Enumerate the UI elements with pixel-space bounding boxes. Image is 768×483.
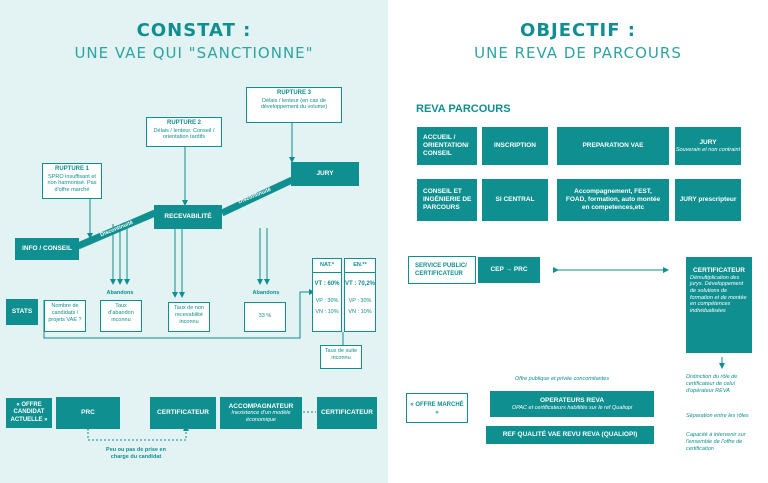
accompagnateur-sub: Inexistence d'un modèle économique [231,410,291,423]
en-vt: VT : 70,2% [345,280,376,287]
rupture-1-text: SPRO insuffisant et non harmonisé. Pas d… [47,173,97,194]
nat-label: NAT.* [313,259,341,273]
stat-candidats: Nombre de candidats / projets VAE ? [44,300,86,332]
operateurs-label: OPERATEURS REVA [539,396,605,404]
stat-non-recevabilite: Taux de non recevabilité inconnu [168,302,210,332]
accompagnement-box: Accompagnement, FEST, FOAD, formation, a… [557,179,669,221]
jury-label: JURY [699,138,717,146]
en-vn: VN : 10% [348,309,372,316]
jury-box: JURY [291,162,359,186]
constat-panel: CONSTAT : UNE VAE QUI "SANCTIONNE" [0,0,388,483]
rupture-1-title: RUPTURE 1 [54,166,89,172]
conseil-ingenierie-box: CONSEIL ET INGÉNIERIE DE PARCOURS [417,179,477,221]
taux-suite: Taux de suite inconnu [320,345,362,369]
jury-sub: Souverain et non contraint [675,146,741,153]
note-3: Capacité à intervenir sur l'ensemble de … [686,432,746,452]
accueil-box: ACCUEIL / ORIENTATION/ CONSEIL [417,127,477,165]
objectif-panel: OBJECTIF : UNE REVA DE PARCOURS REVA PAR… [388,0,768,483]
rupture-3-title: RUPTURE 3 [276,90,311,96]
en-label: EN.** [345,259,375,273]
peu-prise-text: Peu ou pas de prise en charge du candida… [106,447,166,460]
accompagnateur-label: ACCOMPAGNATEUR [228,402,294,410]
note-1: Distinction du rôle de certificateur de … [686,374,738,394]
constat-subtitle: UNE VAE QUI "SANCTIONNE" [74,44,314,62]
stats-box: STATS [6,299,38,325]
certificateur-box-right: CERTIFICATEUR Démultiplication des jurys… [686,257,752,353]
abandons-label-1: Abandons [106,290,134,296]
rupture-2-text: Délais / lenteur. Conseil / orientation … [153,127,215,141]
stat-33: 33 % [244,302,286,332]
inscription-box: INSCRIPTION [482,127,548,165]
en-vp: VP : 30% [348,298,372,305]
certificateur-box: CERTIFICATEUR [150,397,216,429]
recevabilite-box: RECEVABILITÉ [154,205,222,229]
info-conseil-box: INFO / CONSEIL [15,238,79,260]
jury-souverain-box: JURY Souverain et non contraint [675,127,741,165]
abandons-label-2: Abandons [252,290,280,296]
nat-column: NAT.* VT : 60% VP : 30% VN : 10% [312,258,342,332]
en-column: EN.** VT : 70,2% VP : 30% VN : 10% [344,258,376,332]
prc-box: PRC [56,397,120,429]
operateurs-sub: OPAC et certificateurs habilités sur le … [511,404,633,411]
offre-publique-text: Offre publique et privée concomitantes [514,376,610,382]
constat-connectors [43,122,344,441]
nat-vp: VP : 30% [315,298,339,305]
rupture-3-text: Délais / lenteur (en cas de développemen… [260,97,328,111]
note-2: Séparation entre les rôles [686,413,749,419]
offre-marche-box: « OFFRE MARCHÉ » [406,393,468,423]
reva-parcours-heading: REVA PARCOURS [416,103,511,115]
ref-qualite-box: REF QUALITÉ VAE REVU REVA (QUALIOPI) [486,426,654,444]
stat-taux-abandon: Taux d'abandon inconnu [100,300,142,332]
jury-prescripteur-box: JURY prescripteur [675,179,741,221]
rupture-3: RUPTURE 3 Délais / lenteur (en cas de dé… [246,87,342,123]
certificateur-box-2: CERTIFICATEUR [317,397,377,429]
si-central-box: SI CENTRAL [482,179,548,221]
certificateur-sub-right: Démultiplication des jurys. Développemen… [690,274,747,314]
constat-title: CONSTAT : [136,20,252,41]
nat-vt: VT : 60% [314,280,340,287]
service-public-box: SERVICE PUBLIC/ CERTIFICATEUR [408,256,476,284]
rupture-2-title: RUPTURE 2 [166,120,201,126]
preparation-vae-box: PREPARATION VAE [557,127,669,165]
cep-prc-box: CEP → PRC [478,257,540,283]
rupture-2: RUPTURE 2 Délais / lenteur. Conseil / or… [146,117,222,147]
certificateur-label-right: CERTIFICATEUR [693,267,745,274]
nat-vn: VN : 10% [315,309,339,316]
rupture-1: RUPTURE 1 SPRO insuffisant et non harmon… [42,163,102,199]
offre-candidat-box: « OFFRE CANDIDAT ACTUELLE » [6,398,52,428]
objectif-title: OBJECTIF : [520,20,636,41]
accompagnateur-box: ACCOMPAGNATEUR Inexistence d'un modèle é… [220,397,302,429]
objectif-subtitle: UNE REVA DE PARCOURS [474,44,682,62]
objectif-connectors [553,267,725,369]
operateurs-reva-box: OPERATEURS REVA OPAC et certificateurs h… [490,391,654,417]
